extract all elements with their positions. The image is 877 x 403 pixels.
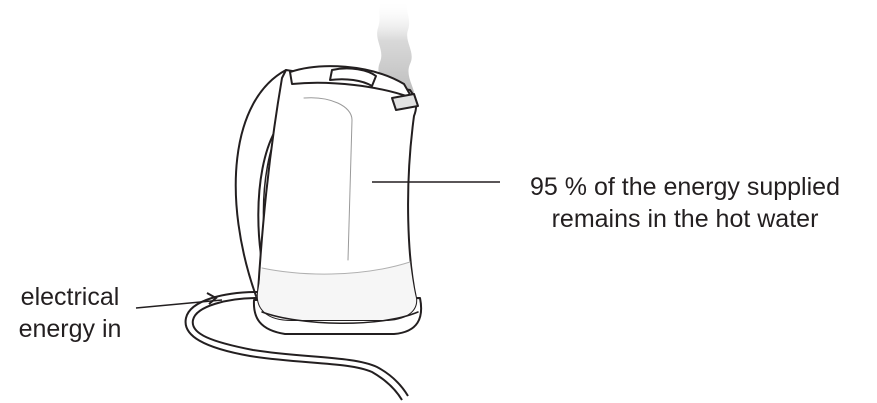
water-energy-label: 95 % of the energy supplied remains in t… — [505, 171, 865, 235]
electrical-energy-label: electrical energy in — [0, 281, 140, 345]
electrical-energy-label-line2: energy in — [0, 313, 140, 345]
water-energy-label-line2: remains in the hot water — [505, 203, 865, 235]
water-energy-label-line1: 95 % of the energy supplied — [505, 171, 865, 203]
electrical-energy-label-line1: electrical — [0, 281, 140, 313]
kettle-icon — [236, 66, 421, 334]
